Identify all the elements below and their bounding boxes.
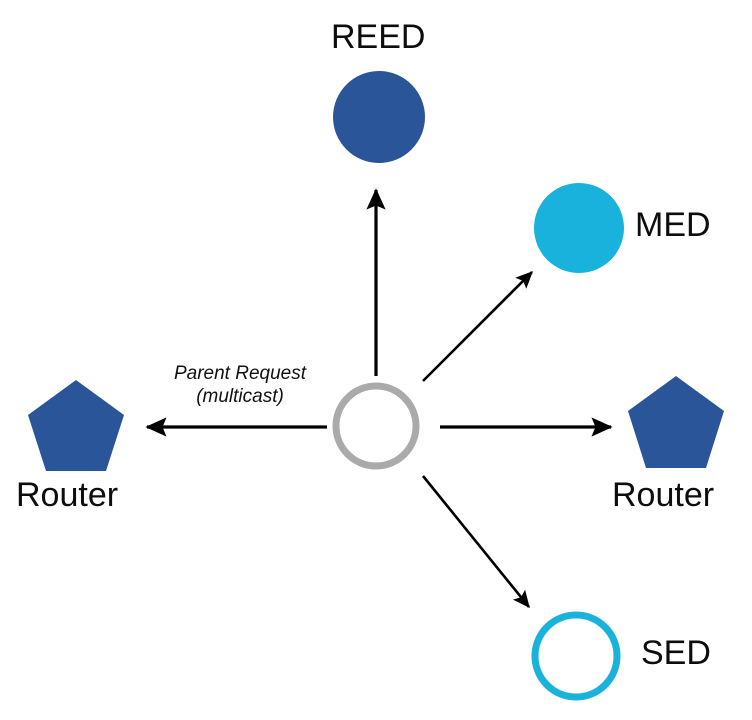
node-med[interactable] bbox=[534, 183, 624, 273]
node-reed[interactable] bbox=[333, 71, 425, 163]
edges-group bbox=[145, 188, 613, 609]
node-label-med: MED bbox=[635, 206, 711, 244]
nodes-group bbox=[28, 71, 724, 701]
edge-label-line1: Parent Request bbox=[173, 363, 307, 384]
edge-to-med bbox=[422, 271, 533, 382]
node-router-left[interactable] bbox=[28, 380, 124, 471]
node-joining-device[interactable] bbox=[332, 382, 420, 470]
node-label-router-right: Router bbox=[612, 476, 715, 514]
edge-to-sed bbox=[421, 475, 531, 609]
node-router-right[interactable] bbox=[628, 376, 724, 468]
edge-label-parent-request: Parent Request (multicast) bbox=[150, 362, 330, 408]
node-sed[interactable] bbox=[531, 611, 621, 701]
node-label-reed: REED bbox=[331, 18, 426, 56]
edge-label-line2: (multicast) bbox=[196, 386, 284, 408]
node-label-router-left: Router bbox=[16, 476, 119, 514]
node-label-sed: SED bbox=[641, 634, 711, 672]
